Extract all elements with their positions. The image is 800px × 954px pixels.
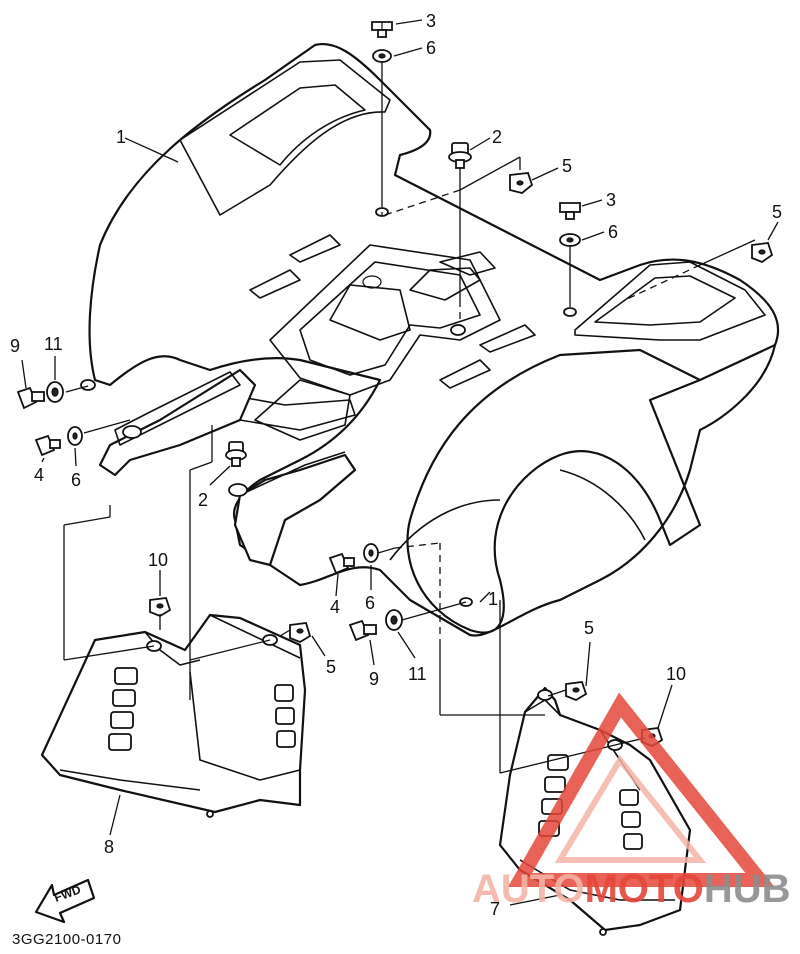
callout-6-center: 6 — [365, 593, 375, 613]
callout-10-right: 10 — [666, 664, 686, 684]
flange-bolt-2-lower[interactable] — [225, 441, 247, 467]
callout-9-center: 9 — [369, 669, 379, 689]
callout-4-center: 4 — [330, 597, 340, 617]
washer-11-center[interactable] — [385, 609, 403, 631]
watermark-part-moto: MOTO — [585, 867, 704, 911]
washer-6-mid[interactable] — [559, 233, 581, 247]
callout-6-left: 6 — [71, 470, 81, 490]
bolt-4-left[interactable] — [34, 434, 61, 457]
nut-10-left[interactable] — [149, 597, 172, 618]
watermark-triangle-logo-icon — [507, 692, 775, 887]
washer-6-center[interactable] — [363, 543, 379, 563]
callout-5-center: 5 — [326, 657, 336, 677]
left-mud-flap-part-8[interactable] — [40, 613, 307, 818]
nut-5-center[interactable] — [289, 622, 312, 644]
callout-2-top: 2 — [492, 127, 502, 147]
callout-5-top: 5 — [562, 156, 572, 176]
automotohub-watermark: AUTOMOTOHUB — [472, 692, 791, 911]
bolt-9-left[interactable] — [16, 386, 45, 410]
watermark-part-auto: AUTO — [472, 867, 585, 911]
drawing-code: 3GG2100-0170 — [12, 931, 121, 948]
callout-4-left: 4 — [34, 465, 44, 485]
callout-11-center: 11 — [408, 664, 427, 684]
nut-5-top[interactable] — [509, 172, 534, 194]
washer-6-left[interactable] — [67, 426, 83, 446]
fwd-direction-arrow-icon: FWD — [34, 878, 96, 924]
bolt-4-center[interactable] — [328, 552, 355, 575]
watermark-text: AUTOMOTOHUB — [472, 867, 791, 911]
callout-6-top: 6 — [426, 38, 436, 58]
bolt-9-center[interactable] — [348, 619, 377, 642]
callout-labels: 1 1 2 2 3 3 4 4 5 5 5 5 6 6 6 6 7 8 9 9 … — [10, 11, 782, 919]
callout-10-left: 10 — [148, 550, 168, 570]
bolt-3-top[interactable] — [371, 21, 393, 38]
callout-5-right: 5 — [772, 202, 782, 222]
callout-leaders — [21, 19, 779, 906]
callout-3-mid: 3 — [606, 190, 616, 210]
callout-7: 7 — [490, 899, 500, 919]
flange-bolt-2-top[interactable] — [448, 142, 472, 169]
watermark-part-hub: HUB — [704, 867, 791, 911]
callout-9-left: 9 — [10, 336, 20, 356]
callout-1-left: 1 — [116, 127, 126, 147]
nut-5-right[interactable] — [751, 242, 774, 264]
washer-6-top[interactable] — [372, 49, 392, 63]
callout-1-right: 1 — [488, 589, 498, 609]
callout-5-lower: 5 — [584, 618, 594, 638]
bolt-3-mid[interactable] — [559, 202, 581, 220]
callout-6-mid: 6 — [608, 222, 618, 242]
callout-11-left: 11 — [44, 334, 63, 354]
callout-8: 8 — [104, 837, 114, 857]
alignment-lines — [63, 62, 756, 774]
nut-5-lower[interactable] — [565, 681, 588, 702]
callout-2-lower: 2 — [198, 490, 208, 510]
washer-11-left[interactable] — [46, 381, 64, 403]
rear-fender-part-1[interactable] — [80, 42, 780, 637]
callout-3-top: 3 — [426, 11, 436, 31]
